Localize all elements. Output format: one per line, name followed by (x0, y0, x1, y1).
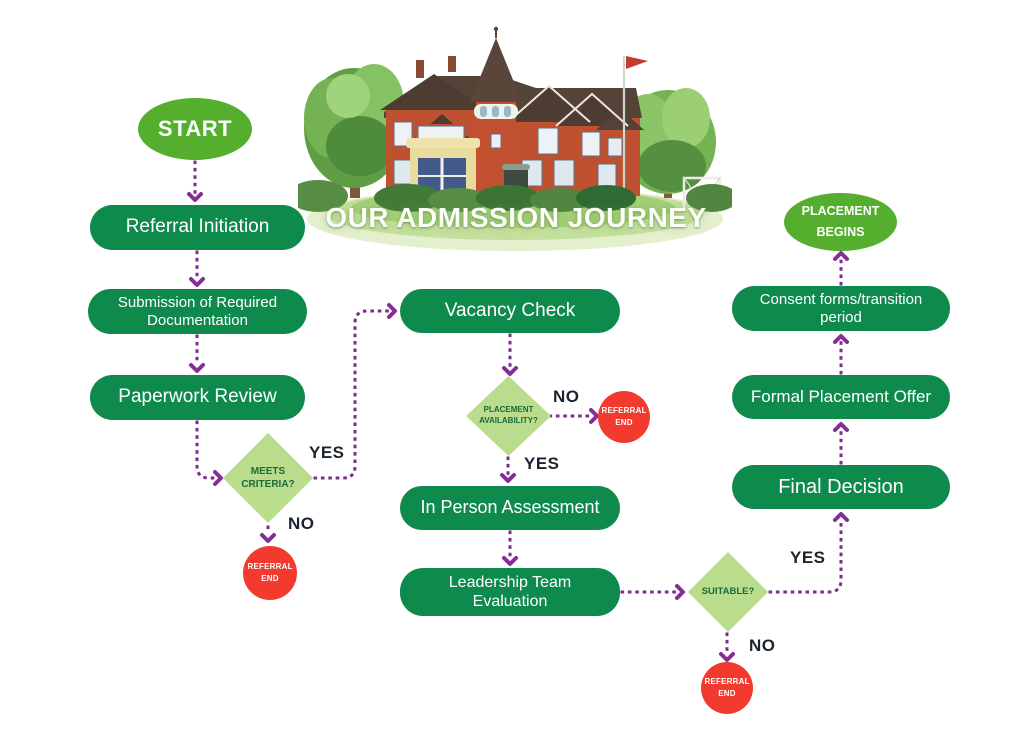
node-leadership-evaluation: Leadership Team Evaluation (400, 568, 620, 616)
page-title: OUR ADMISSION JOURNEY (325, 202, 707, 233)
node-paperwork-review: Paperwork Review (90, 375, 305, 420)
node-final-decision: Final Decision (732, 465, 950, 509)
node-submission-documentation: Submission of Required Documentation (88, 289, 307, 334)
arrowhead-down-icon (260, 533, 276, 543)
arrowhead-right-icon (675, 584, 685, 600)
node-vacancy-check: Vacancy Check (400, 289, 620, 333)
arrowhead-down-icon (189, 363, 205, 373)
hedge (298, 180, 732, 212)
arrowhead-up-icon (833, 251, 849, 261)
arrowhead-up-icon (833, 422, 849, 432)
node-placement-begins: PLACEMENT BEGINS (784, 193, 897, 251)
node-in-person-assessment: In Person Assessment (400, 486, 620, 530)
node-referral-end-3: REFERRAL END (701, 662, 753, 714)
arrow-paperwork-to-meets (195, 420, 216, 480)
school-building (380, 26, 644, 196)
label-placement-availability-yes: YES (524, 454, 560, 473)
arrowhead-down-icon (500, 473, 516, 483)
arrowhead-right-icon (589, 408, 599, 424)
node-referral-end-2: REFERRAL END (598, 391, 650, 443)
arrowhead-down-icon (719, 652, 735, 662)
label-suitable-yes: YES (790, 548, 826, 567)
node-start: START (138, 98, 252, 160)
node-referral-end-1: REFERRAL END (243, 546, 297, 600)
node-referral-initiation: Referral Initiation (90, 205, 305, 250)
label-placement-availability-no: NO (553, 387, 580, 406)
flag (622, 56, 648, 194)
arrowhead-down-icon (187, 192, 203, 202)
arrow-meets-yes-to-vacancy (313, 309, 390, 480)
arrowhead-up-icon (833, 512, 849, 522)
label-meets-criteria-no: NO (288, 514, 315, 533)
arrowhead-down-icon (502, 366, 518, 376)
label-suitable-no: NO (749, 636, 776, 655)
arrow-suitable-yes-to-final (768, 519, 843, 594)
arrowhead-down-icon (189, 277, 205, 287)
node-consent-forms: Consent forms/transition period (732, 286, 950, 331)
school-illustration (298, 26, 732, 251)
arrowhead-down-icon (502, 556, 518, 566)
arrowhead-right-icon (387, 303, 397, 319)
node-formal-placement-offer: Formal Placement Offer (732, 375, 950, 419)
label-meets-criteria-yes: YES (309, 443, 345, 462)
arrowhead-up-icon (833, 334, 849, 344)
arrowhead-right-icon (213, 470, 223, 486)
